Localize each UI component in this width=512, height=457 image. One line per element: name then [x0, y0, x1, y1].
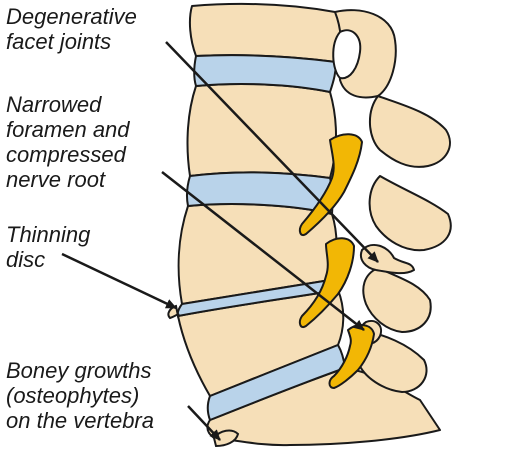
label-line: foramen and [6, 117, 130, 142]
label-line: (osteophytes) [6, 383, 154, 408]
facet-process-3 [370, 176, 451, 250]
label-boney-growths: Boney growths (osteophytes) on the verte… [6, 358, 154, 433]
label-line: Boney growths [6, 358, 154, 383]
label-thinning-disc: Thinning disc [6, 222, 90, 272]
label-degenerative-facet-joints: Degenerative facet joints [6, 4, 137, 54]
label-narrowed-foramen: Narrowed foramen and compressed nerve ro… [6, 92, 130, 192]
vertebra-top [190, 4, 345, 62]
label-line: Degenerative [6, 4, 137, 29]
label-line: disc [6, 247, 90, 272]
label-line: facet joints [6, 29, 137, 54]
vertebra-second [188, 84, 336, 178]
label-line: Narrowed [6, 92, 130, 117]
label-line: Thinning [6, 222, 90, 247]
label-line: nerve root [6, 167, 130, 192]
label-line: compressed [6, 142, 130, 167]
label-line: on the vertebra [6, 408, 154, 433]
facet-process-2 [370, 96, 450, 167]
